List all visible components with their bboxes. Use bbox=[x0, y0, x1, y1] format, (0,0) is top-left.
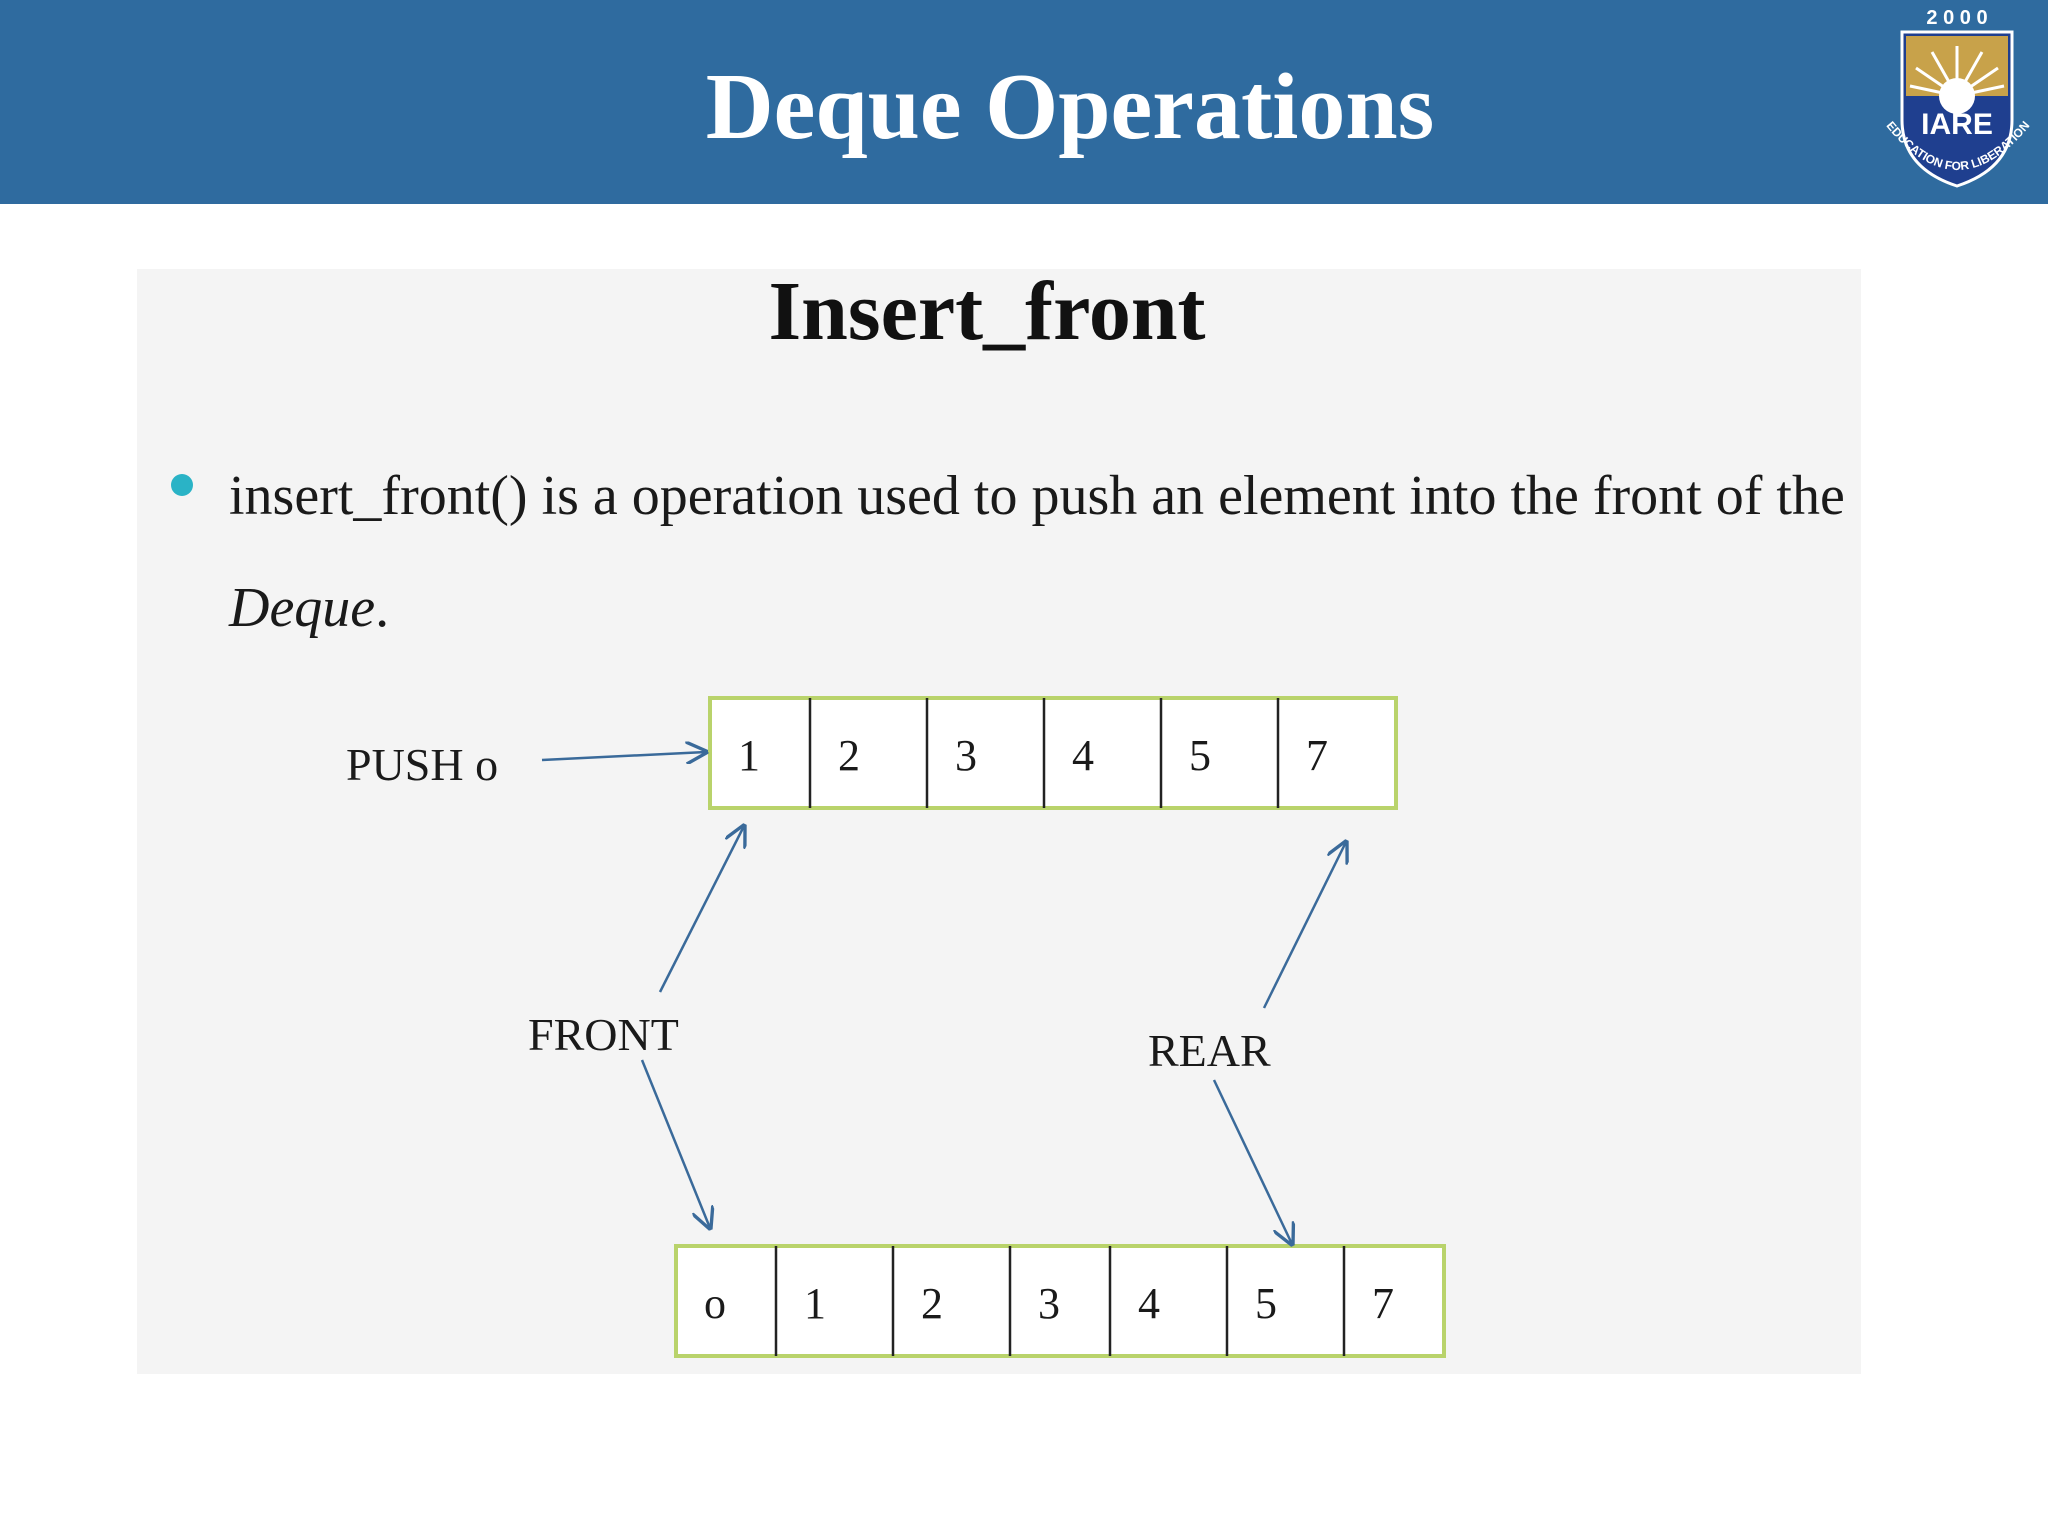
before-cell-5: 7 bbox=[1306, 731, 1328, 780]
bullet-dot bbox=[171, 474, 193, 496]
bullet-emphasis: Deque bbox=[229, 577, 376, 639]
logo-name: IARE bbox=[1921, 108, 1993, 141]
section-heading: Insert_front bbox=[768, 265, 1206, 358]
deque-before: 1 2 3 4 5 7 bbox=[708, 696, 1398, 810]
before-frame bbox=[708, 696, 1398, 810]
after-cell-5: 5 bbox=[1255, 1279, 1277, 1328]
before-cell-0: 1 bbox=[738, 731, 760, 780]
before-cell-4: 5 bbox=[1189, 731, 1211, 780]
after-cell-6: 7 bbox=[1372, 1279, 1394, 1328]
after-cell-1: 1 bbox=[804, 1279, 826, 1328]
front-label: FRONT bbox=[528, 1009, 679, 1060]
rear-arrow-down bbox=[1212, 1079, 1292, 1244]
bullet-main-text: insert_front() is a operation used to pu… bbox=[229, 465, 1845, 527]
title-bar: Deque Operations 2 0 0 0 IARE EDUCATION … bbox=[0, 0, 2048, 204]
front-arrow-down bbox=[640, 1059, 710, 1228]
rear-arrow-up bbox=[1262, 842, 1346, 1009]
after-cell-0: o bbox=[704, 1279, 726, 1328]
after-cell-4: 4 bbox=[1138, 1279, 1160, 1328]
bullet-period: . bbox=[375, 577, 390, 639]
after-cell-3: 3 bbox=[1038, 1279, 1060, 1328]
push-arrow bbox=[541, 752, 706, 760]
before-cell-1: 2 bbox=[838, 731, 860, 780]
after-cell-2: 2 bbox=[921, 1279, 943, 1328]
rear-label: REAR bbox=[1148, 1025, 1271, 1076]
push-label: PUSH o bbox=[346, 739, 498, 790]
content-panel bbox=[137, 269, 1861, 1374]
logo-year: 2 0 0 0 bbox=[1926, 7, 1987, 29]
after-frame bbox=[674, 1244, 1446, 1358]
iare-logo: 2 0 0 0 IARE EDUCATION FOR LIBERATION bbox=[1884, 7, 2032, 188]
deque-after: o 1 2 3 4 5 7 bbox=[674, 1244, 1446, 1358]
slide-title: Deque Operations bbox=[705, 55, 1435, 159]
before-cell-2: 3 bbox=[955, 731, 977, 780]
bullet-text: insert_front() is a operation used to pu… bbox=[229, 440, 1849, 664]
before-cell-3: 4 bbox=[1072, 731, 1094, 780]
front-arrow-up bbox=[658, 826, 744, 993]
